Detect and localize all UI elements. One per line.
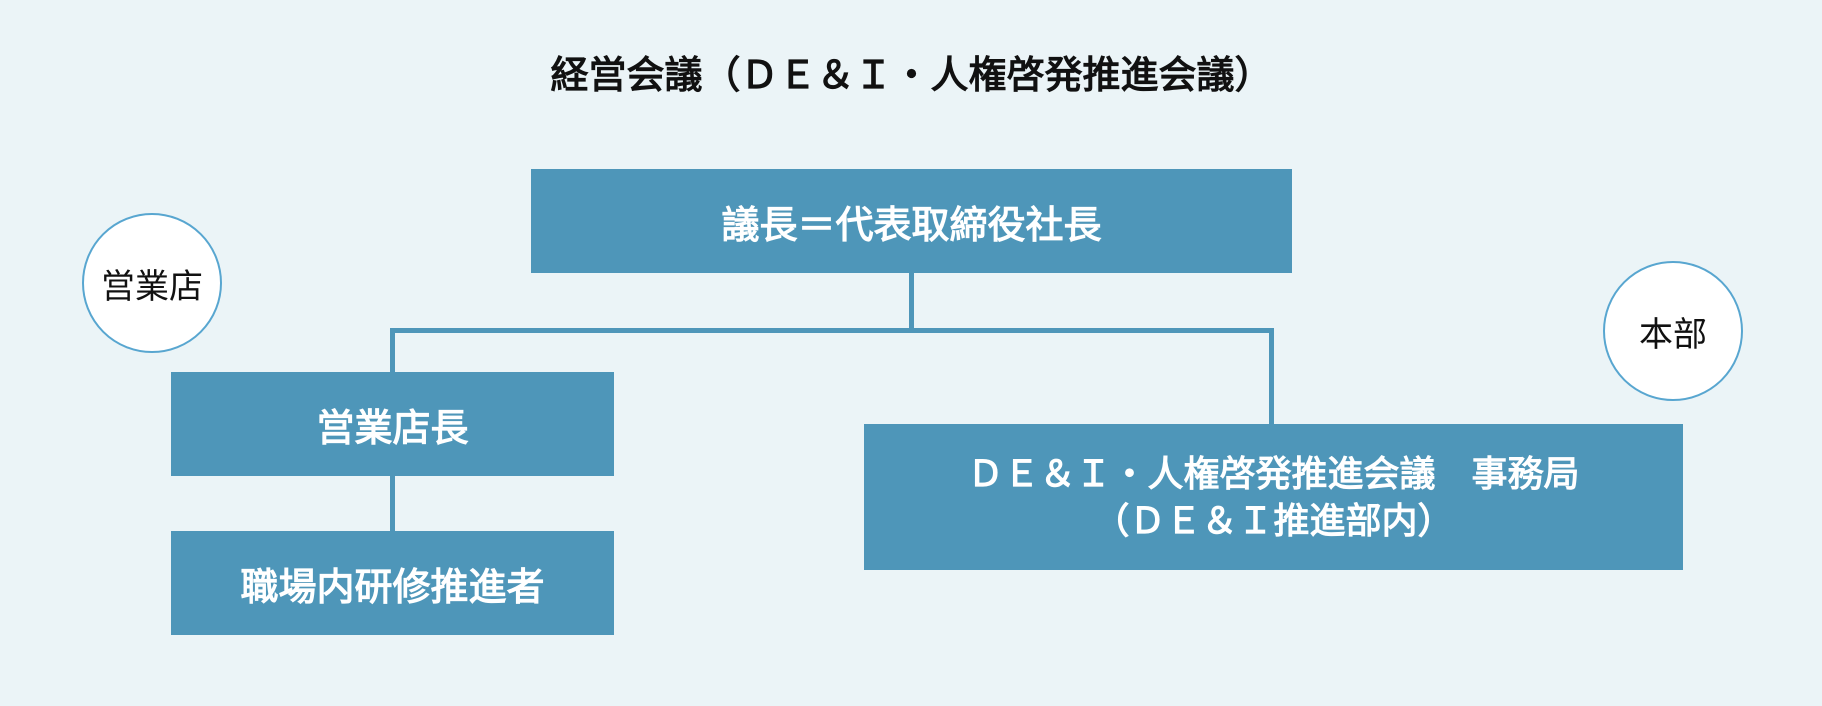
connector-left-drop [390,328,395,374]
connector-branch-to-trainer [390,476,395,533]
node-secretariat-line2: （ＤＥ＆Ｉ推進部内） [1093,500,1454,541]
connector-root-stub [909,273,914,330]
group-circle-headquarters-label: 本部 [1639,315,1707,354]
connector-right-drop [1269,328,1274,426]
group-circle-headquarters: 本部 [1603,261,1743,401]
group-circle-sales-branch: 営業店 [82,213,222,353]
node-chairman-label: 議長＝代表取締役社長 [721,204,1102,247]
node-secretariat: ＤＥ＆Ｉ・人権啓発推進会議 事務局 （ＤＥ＆Ｉ推進部内） [864,424,1683,570]
node-secretariat-line1: ＤＥ＆Ｉ・人権啓発推進会議 事務局 [967,453,1580,494]
node-workplace-trainer: 職場内研修推進者 [171,531,614,635]
connector-horizontal [390,328,1274,333]
node-branch-manager-label: 営業店長 [316,407,469,450]
node-chairman: 議長＝代表取締役社長 [531,169,1292,273]
group-circle-sales-branch-label: 営業店 [101,267,203,306]
node-workplace-trainer-label: 職場内研修推進者 [240,566,545,609]
diagram-title: 経営会議（ＤＥ＆Ｉ・人権啓発推進会議） [550,55,1273,97]
node-branch-manager: 営業店長 [171,372,614,476]
